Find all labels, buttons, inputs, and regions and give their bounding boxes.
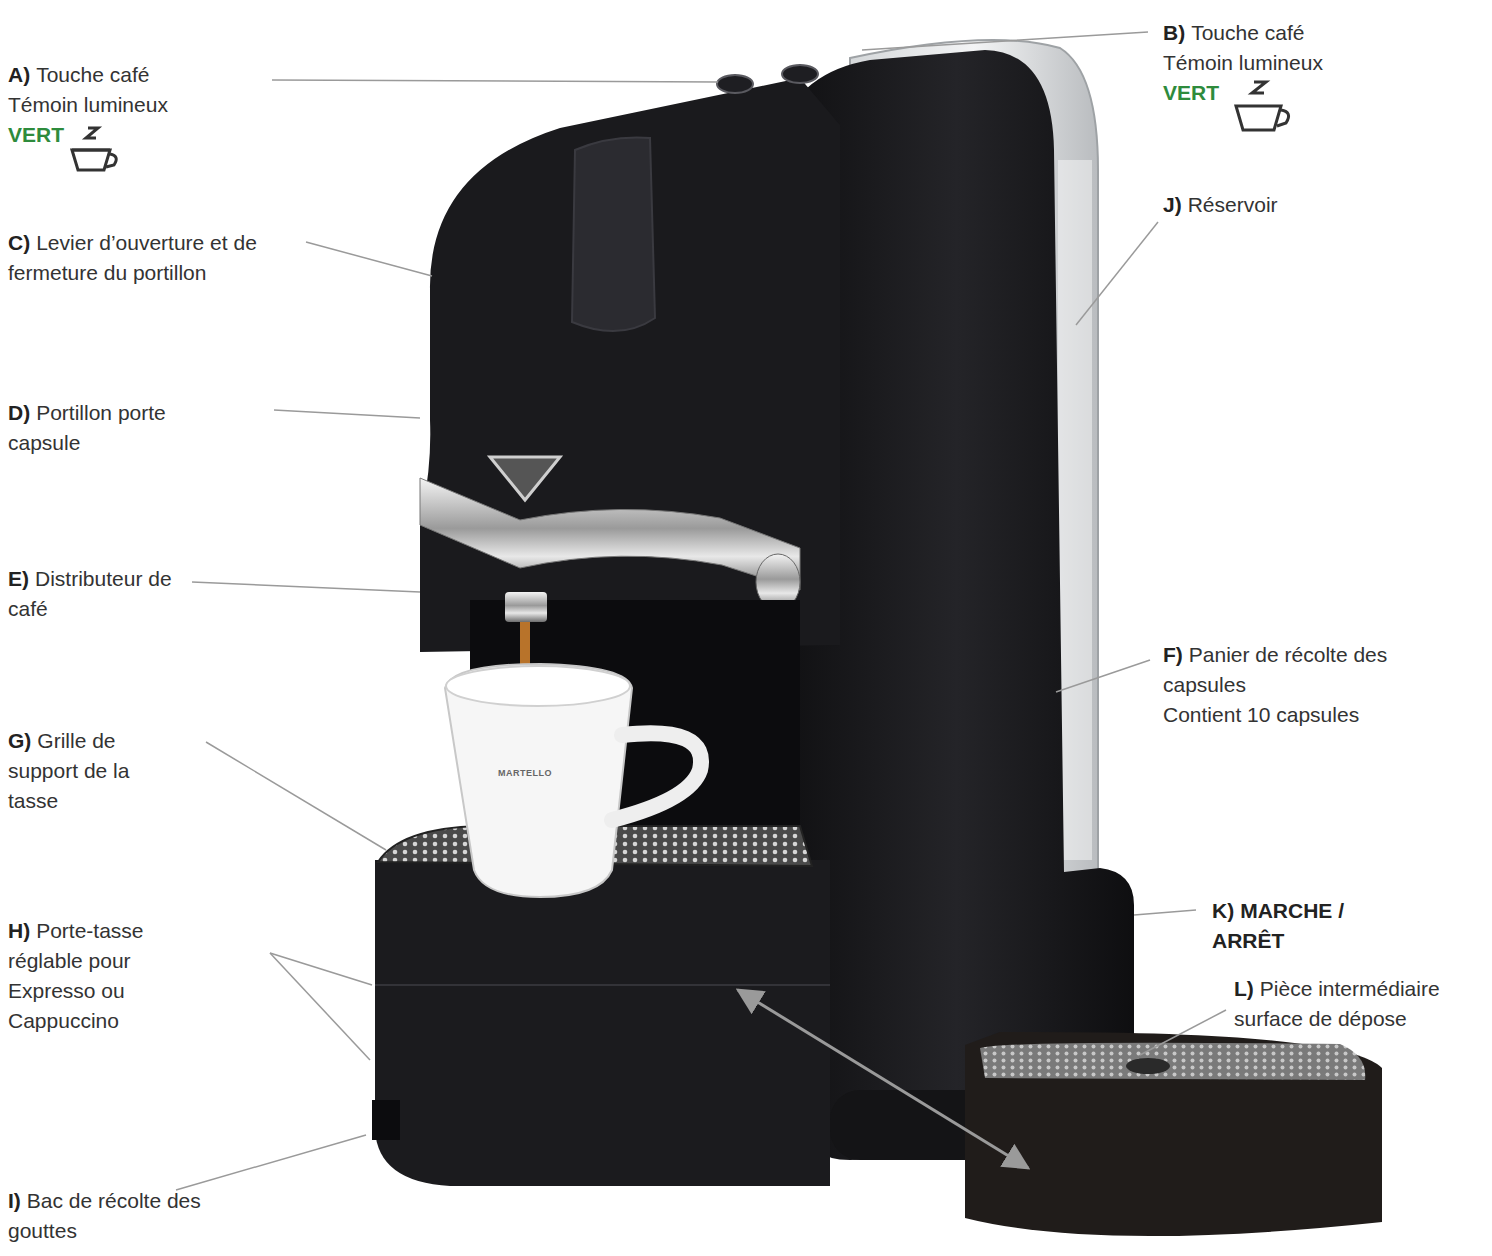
button [717,75,753,93]
label-line: B) Touche café [1163,18,1483,48]
spout [505,592,547,622]
cup-handle [612,733,701,820]
label-line: J) Réservoir [1163,190,1463,220]
label-block: B) Touche caféTémoin lumineuxVERT [1163,18,1483,108]
label-block: G)Grille de support de la tasse [8,726,170,816]
part-label: Témoin lumineux [1163,51,1323,74]
label-line: VERT [8,120,308,150]
callout-letter: K) [1212,899,1234,922]
button [782,65,818,83]
label-line: F)Panier de récolte des capsules [1163,640,1388,700]
part-label: Touche café [1191,21,1304,44]
drip-tray [375,860,830,1186]
label-block: F)Panier de récolte des capsulesContient… [1163,640,1388,730]
callout-letter: E) [8,567,29,590]
label-block: J) Réservoir [1163,190,1463,220]
callout-letter: J) [1163,193,1182,216]
label-block: I)Bac de récolte des gouttes [8,1186,204,1246]
callout-letter: G) [8,729,31,752]
part-label: Distributeur de café [8,567,172,620]
label-line: K)MARCHE / ARRÊT [1212,896,1362,956]
callout-letter: C) [8,231,30,254]
label-block: L)Pièce intermédiaire surface de dépose [1234,974,1489,1034]
machine-head [420,78,840,652]
label-block: D)Portillon porte capsule [8,398,173,458]
label-block: MARTELLO [498,764,588,778]
label-line: E)Distributeur de café [8,564,186,624]
cup-icon [1236,82,1289,130]
callout-letter: D) [8,401,30,424]
part-label: Touche café [36,63,149,86]
label-line: Témoin lumineux [8,90,308,120]
callout-letter: B) [1163,21,1185,44]
callout-letter: F) [1163,643,1183,666]
insert-arrow [738,990,1028,1168]
lever [572,138,655,332]
callout-letter: A) [8,63,30,86]
tray-notch [372,1100,400,1140]
piece-surface [980,1043,1365,1080]
label-block: K)MARCHE / ARRÊT [1212,896,1362,956]
part-label: Levier d’ouverture et de fermeture du po… [8,231,257,284]
label-line: VERT [1163,78,1483,108]
chrome-band [420,478,800,590]
indicator-color: VERT [8,123,64,146]
cup-rim [446,666,630,706]
indicator-color: VERT [1163,81,1219,104]
label-line: I)Bac de récolte des gouttes [8,1186,204,1246]
label-line: Contient 10 capsules [1163,700,1388,730]
part-label: Portillon porte capsule [8,401,166,454]
callout-letter: I) [8,1189,21,1212]
label-line: A) Touche café [8,60,308,90]
label-line: H)Porte-tasse réglable pour Expresso ou … [8,916,176,1036]
part-label: Contient 10 capsules [1163,703,1359,726]
label-line: L)Pièce intermédiaire surface de dépose [1234,974,1489,1034]
intermediate-piece [965,1032,1382,1236]
tray-seam [375,984,830,986]
brand-text: MARTELLO [498,768,552,778]
label-line: MARTELLO [498,764,588,778]
part-label: Panier de récolte des capsules [1163,643,1387,696]
label-line: D)Portillon porte capsule [8,398,173,458]
cup-icon [72,128,116,170]
tank-highlight [1058,160,1092,860]
callout-letter: L) [1234,977,1254,1000]
label-line: C)Levier d’ouverture et de fermeture du … [8,228,258,288]
part-label: Pièce intermédiaire surface de dépose [1234,977,1440,1030]
label-line: G)Grille de support de la tasse [8,726,170,816]
part-label: Témoin lumineux [8,93,168,116]
leader-lines [176,32,1226,1190]
callout-letter: H) [8,919,30,942]
label-block: E)Distributeur de café [8,564,186,624]
logo-badge [490,457,560,500]
part-label: Bac de récolte des gouttes [8,1189,201,1242]
label-block: H)Porte-tasse réglable pour Expresso ou … [8,916,176,1036]
label-block: A) Touche caféTémoin lumineuxVERT [8,60,308,150]
cup [445,664,632,897]
part-label: Réservoir [1188,193,1278,216]
label-block: C)Levier d’ouverture et de fermeture du … [8,228,258,288]
piece-hole [1126,1058,1170,1074]
label-line: Témoin lumineux [1163,48,1483,78]
